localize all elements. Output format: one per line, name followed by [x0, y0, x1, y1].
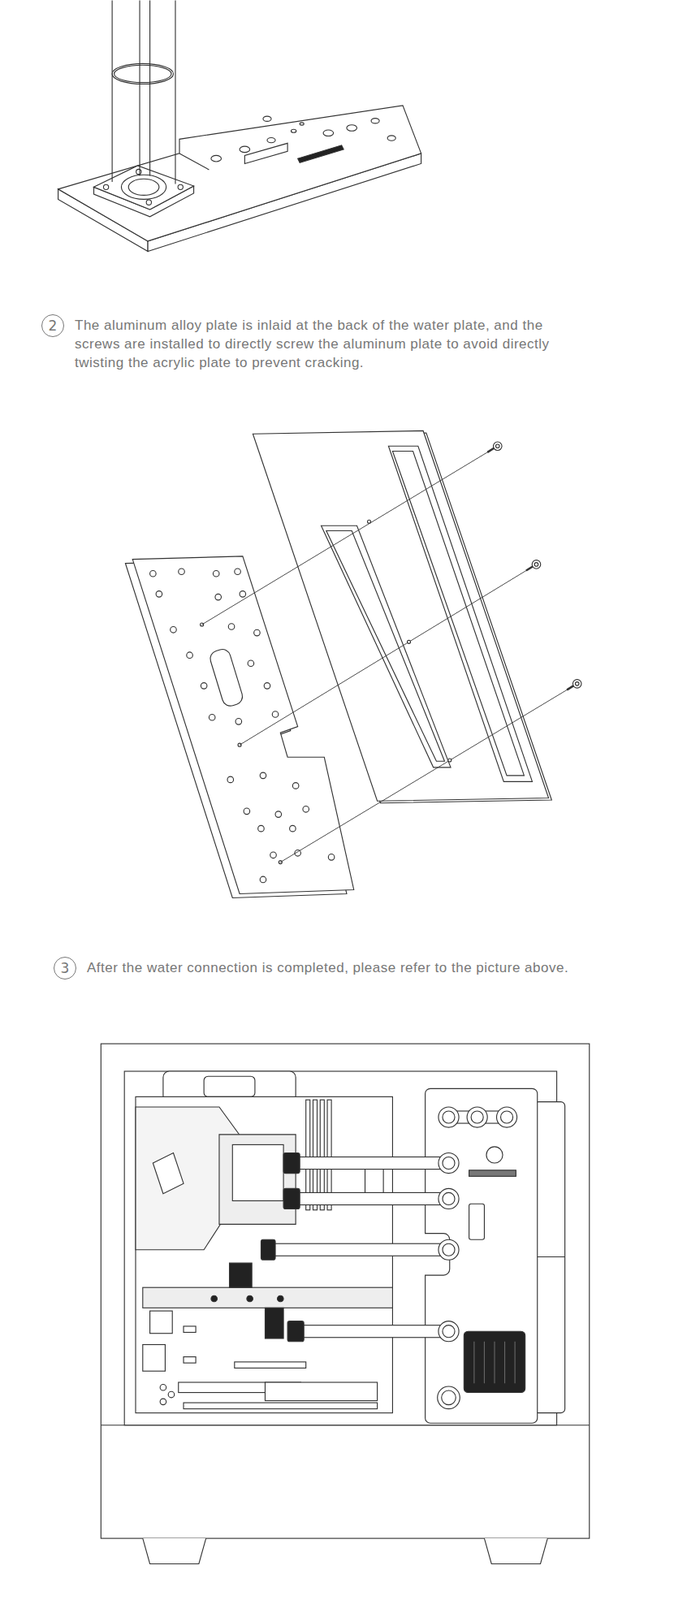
- callout-number-text: 2: [48, 319, 58, 333]
- instruction-text: The aluminum alloy plate is inlaid at th…: [74, 315, 571, 372]
- callout-number: 3: [53, 956, 77, 980]
- top-plate-drawing: [58, 0, 422, 252]
- plate-assembly-drawing: [125, 430, 582, 898]
- instruction-text: After the water connection is completed,…: [86, 958, 668, 977]
- case-drawing: [100, 1043, 589, 1564]
- callout-number: 2: [41, 314, 65, 337]
- callout-number-text: 3: [60, 961, 70, 976]
